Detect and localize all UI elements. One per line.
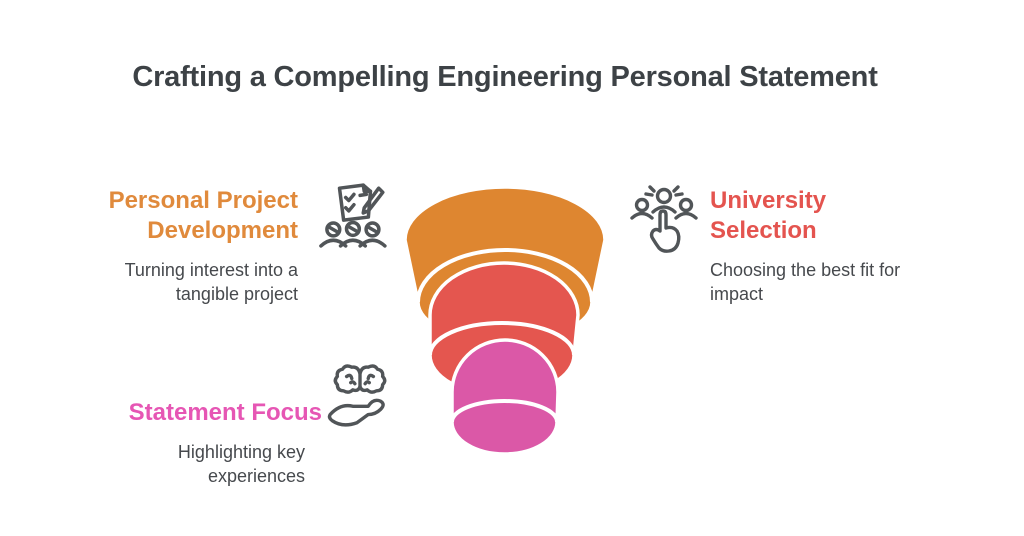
funnel-level-3-rim: [450, 399, 559, 423]
funnel-level-2-rim: [428, 321, 576, 356]
section-statement-focus: Statement Focus Highlighting key experie…: [60, 398, 322, 488]
statement-focus-description: Highlighting key experiences: [177, 442, 305, 486]
statement-focus-heading: Statement Focus: [128, 399, 322, 426]
checklist-people-icon: [316, 182, 396, 248]
group-select-icon: [628, 182, 700, 256]
university-selection-heading: University Selection: [710, 187, 827, 244]
funnel-level-3: [450, 338, 560, 456]
funnel-level-1-rim: [416, 248, 594, 303]
personal-project-description: Turning interest into a tangible project: [124, 260, 298, 304]
funnel-diagram: [388, 172, 622, 473]
university-selection-description: Choosing the best fit for impact: [710, 260, 901, 304]
personal-project-heading: Personal Project Development: [108, 187, 298, 244]
brain-hand-icon: [326, 360, 394, 432]
page-title: Crafting a Compelling Engineering Person…: [132, 61, 878, 94]
section-personal-project: Personal Project Development Turning int…: [60, 186, 298, 306]
section-university-selection: University Selection Choosing the best f…: [710, 186, 925, 306]
